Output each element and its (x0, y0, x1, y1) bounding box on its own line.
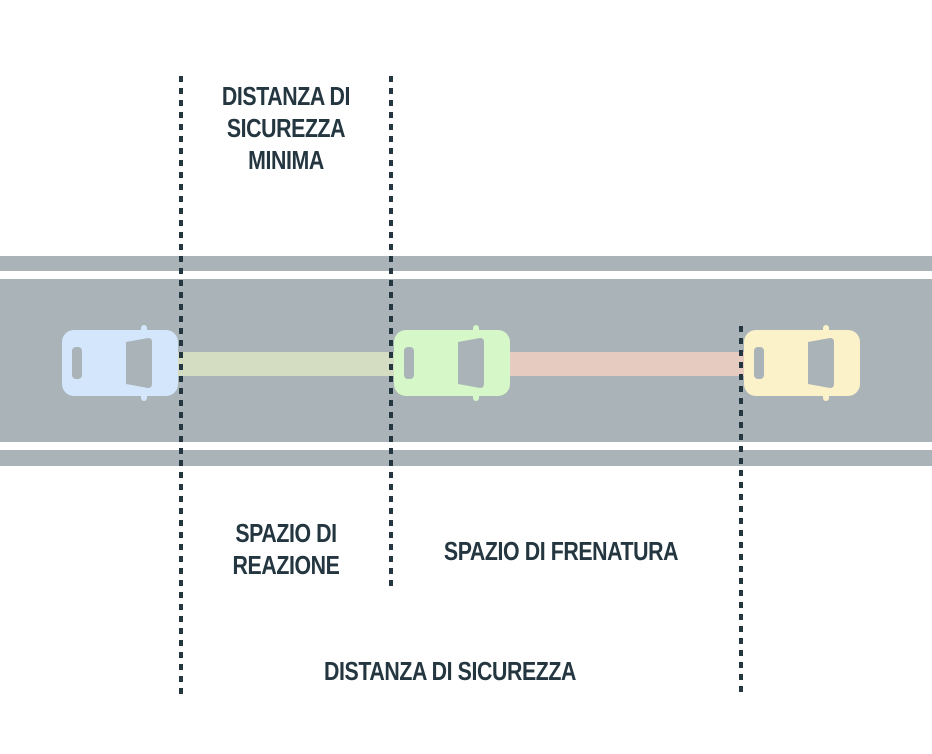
car-rear-window (754, 347, 764, 379)
car-rear-window (72, 347, 82, 379)
car-mirror-bottom (141, 393, 147, 401)
safety-distance-label: DISTANZA DI SICUREZZA (324, 656, 576, 686)
braking-distance-bar (508, 352, 748, 376)
reaction-distance-bar (176, 352, 398, 376)
car-blue (62, 325, 178, 401)
min-distance-label: DISTANZA DI SICUREZZA MINIMA (202, 80, 369, 176)
reaction-space-label: SPAZIO DI REAZIONE (202, 517, 369, 581)
car-windshield (458, 338, 484, 388)
reaction-space-line-1: SPAZIO DI (235, 518, 337, 548)
car-mirror-bottom (473, 393, 479, 401)
car-green (394, 325, 510, 401)
road-stripe-top (0, 271, 932, 279)
car-windshield (126, 338, 152, 388)
car-windshield (808, 338, 834, 388)
min-distance-line-2: SICUREZZA (226, 113, 346, 143)
min-distance-line-3: MINIMA (248, 145, 324, 175)
min-distance-line-1: DISTANZA DI (221, 81, 351, 111)
braking-space-label: SPAZIO DI FRENATURA (443, 536, 679, 566)
car-mirror-top (141, 325, 147, 333)
reaction-space-line-2: REAZIONE (232, 550, 340, 580)
car-mirror-top (823, 325, 829, 333)
car-mirror-bottom (823, 393, 829, 401)
car-mirror-top (473, 325, 479, 333)
car-rear-window (404, 347, 414, 379)
car-yellow (744, 325, 860, 401)
road-stripe-bottom (0, 442, 932, 450)
